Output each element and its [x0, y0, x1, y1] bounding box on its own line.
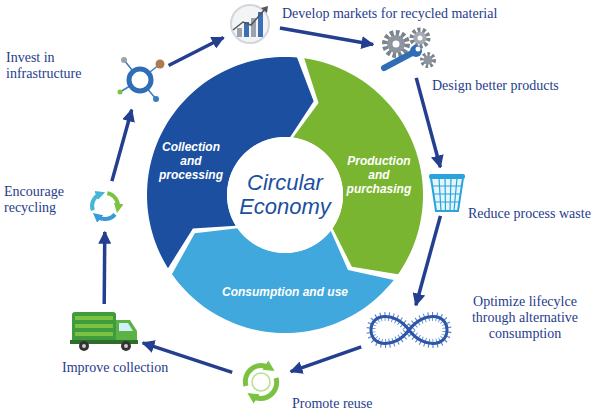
- infinity-fringe: [371, 316, 447, 343]
- network-dot: [153, 96, 159, 102]
- network-dot: [121, 57, 127, 63]
- band-label: Production and purchasing: [343, 154, 415, 196]
- gear-hole: [418, 36, 423, 41]
- center-title: Circular Economy: [235, 171, 335, 219]
- truck-stripe: [75, 316, 113, 320]
- connector-group: [104, 28, 440, 372]
- reuse-arrow: [245, 365, 270, 386]
- reuse-arrow: [252, 378, 277, 399]
- step-node: Optimize lifecylce through alternative c…: [365, 310, 453, 350]
- gear-teeth: [385, 33, 407, 55]
- step-node: Design better products: [378, 28, 440, 74]
- network-hub: [129, 69, 151, 91]
- gear: [387, 35, 405, 53]
- reuse-ring: [252, 373, 270, 391]
- waste-basket-icon: [429, 174, 465, 211]
- chart-disc: [231, 5, 269, 43]
- flow-arrow: [280, 28, 373, 45]
- truck-hub: [82, 344, 86, 348]
- center-circle: Circular Economy: [227, 137, 343, 253]
- truck-wheel: [121, 341, 131, 351]
- step-label: Improve collection: [62, 360, 168, 376]
- band-label: Consumption and use: [200, 285, 370, 299]
- infinity-loop: [371, 316, 447, 343]
- garbage-truck-icon: [70, 312, 138, 351]
- step-label: Design better products: [432, 78, 559, 94]
- network-dot: [118, 90, 123, 95]
- flow-arrow: [102, 232, 106, 304]
- truck-stripe: [75, 324, 113, 328]
- reuse-icon: [245, 365, 276, 398]
- recycle-arrow: [92, 194, 101, 211]
- gears-icon: [384, 30, 434, 68]
- truck-cab: [116, 320, 137, 343]
- infinity-icon: [371, 316, 447, 343]
- flow-arrow: [291, 347, 362, 372]
- gear-teeth: [422, 54, 434, 66]
- network-dot: [156, 60, 165, 69]
- truck-stripe: [75, 332, 113, 336]
- step-node: Develop markets for recycled material: [228, 3, 276, 43]
- basket-mesh: [432, 178, 462, 211]
- gear-teeth: [412, 30, 428, 46]
- band-label: Collection and processing: [155, 140, 227, 182]
- step-node: Improve collection: [70, 308, 138, 352]
- step-label: Reduce process waste: [468, 206, 591, 222]
- wrench-head: [410, 45, 422, 57]
- truck-window: [119, 323, 133, 331]
- gear: [424, 56, 433, 65]
- step-node: Promote reuse: [236, 358, 286, 406]
- chart-icon: [231, 5, 269, 43]
- flow-arrow: [169, 37, 224, 65]
- gear: [414, 32, 427, 45]
- trend-head: [261, 6, 268, 13]
- step-label: Promote reuse: [292, 396, 372, 412]
- step-label: Optimize lifecylce through alternative c…: [458, 294, 592, 342]
- recycle-arrow: [107, 193, 118, 208]
- wrench-handle: [384, 52, 414, 68]
- wrench-jaw: [416, 47, 421, 52]
- flow-arrow: [112, 110, 132, 181]
- gear-hole: [393, 41, 400, 48]
- step-label: Encourage recycling: [4, 184, 76, 216]
- network-icon: [118, 57, 165, 102]
- truck-hub: [124, 344, 128, 348]
- chart-bar: [237, 28, 242, 37]
- trend-line: [233, 9, 265, 30]
- basket-body: [431, 178, 463, 211]
- step-label: Invest in infrastructure: [6, 50, 106, 82]
- step-node: Reduce process waste: [428, 172, 466, 212]
- step-node: Encourage recycling: [85, 185, 125, 227]
- flow-arrow: [416, 216, 441, 305]
- recycle-icon: [92, 193, 118, 219]
- recycle-arrow: [97, 214, 115, 219]
- network-spoke: [120, 60, 160, 99]
- truck-body: [72, 312, 116, 342]
- truck-wheel: [79, 341, 89, 351]
- step-label: Develop markets for recycled material: [282, 6, 497, 22]
- step-node: Invest in infrastructure: [115, 55, 165, 105]
- basket-rim: [429, 174, 465, 179]
